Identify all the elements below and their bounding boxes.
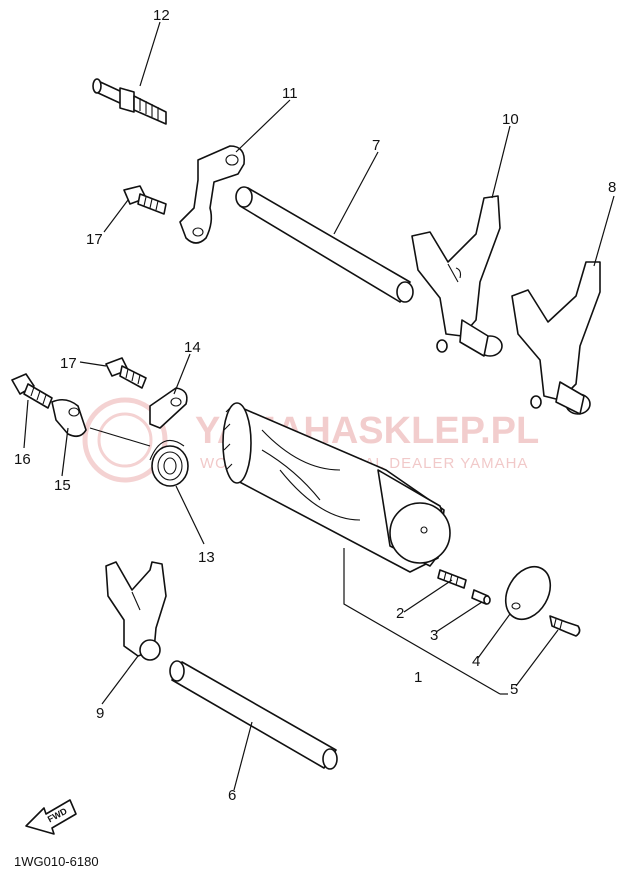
callout-12: 12 [153,7,170,24]
part-4-washer [504,565,552,621]
callout-1: 1 [414,669,422,686]
part-15-collar [51,398,87,438]
part-5-screw [549,615,581,637]
callout-15: 15 [54,477,71,494]
part-7-shift-fork-shaft [235,186,414,303]
callout-6: 6 [228,787,236,804]
callout-7: 7 [372,137,380,154]
callout-13: 13 [198,549,215,566]
part-3-pin [471,589,491,605]
callout-4: 4 [472,653,480,670]
part-1-shift-drum-assembly [222,402,451,573]
callout-labels: 12 11 7 10 8 17 17 14 16 15 13 2 3 1 4 5… [14,7,616,804]
diagram-part-code: 1WG010-6180 [14,854,99,869]
callout-17-lower: 17 [60,355,77,372]
part-17-bolt-upper [123,185,167,215]
watermark-logo-ring [82,397,168,483]
part-17-bolt-lower [105,357,147,389]
callout-2: 2 [396,605,404,622]
part-10-shift-fork [411,195,503,357]
callout-5: 5 [510,681,518,698]
callout-17-upper: 17 [86,231,103,248]
callout-9: 9 [96,705,104,722]
callout-14: 14 [184,339,201,356]
part-2-pin [437,569,467,589]
part-11-stopper-lever [179,145,246,244]
callout-10: 10 [502,111,519,128]
fwd-arrow-icon: FWD [25,799,77,835]
watermark-logo-ring-inner [97,412,153,468]
callout-3: 3 [430,627,438,644]
part-13-torsion-spring [89,427,189,487]
part-16-bolt [11,373,53,409]
part-9-shift-fork [105,561,167,661]
part-14-plate [149,387,188,429]
callout-8: 8 [608,179,616,196]
callout-11: 11 [282,85,298,102]
part-12-stud-bolt [92,78,167,125]
part-8-shift-fork [511,261,601,415]
leader-lines [23,21,615,791]
part-6-shift-fork-shaft [169,660,338,770]
callout-16: 16 [14,451,31,468]
